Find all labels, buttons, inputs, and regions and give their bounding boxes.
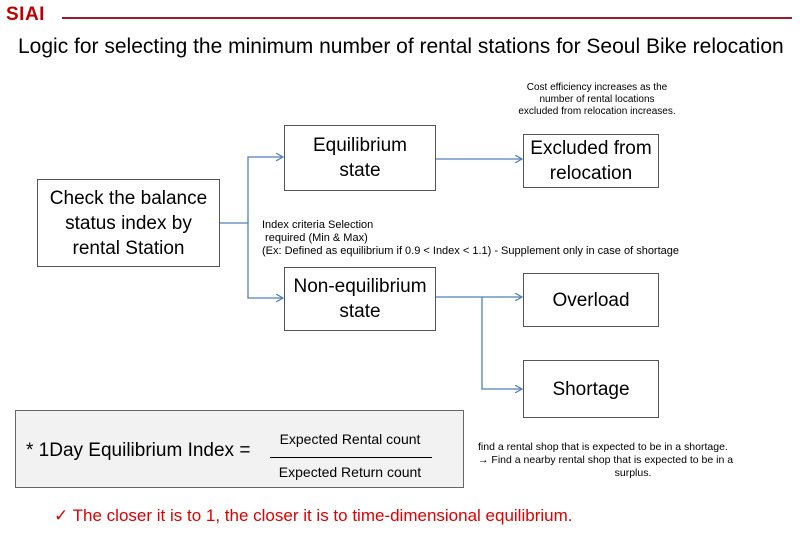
note-line: Index criteria Selection xyxy=(262,219,374,231)
note-line: find a rental shop that is expected to b… xyxy=(478,441,728,453)
cost-efficiency-note: Cost efficiency increases as the number … xyxy=(497,82,697,118)
note-line: → Find a nearby rental shop that is expe… xyxy=(478,454,734,466)
shortage-action-note: find a rental shop that is expected to b… xyxy=(478,441,788,480)
box-text-line: state xyxy=(339,160,381,181)
note-line: Cost efficiency increases as the xyxy=(526,82,668,93)
box-text-line: status index by xyxy=(65,212,192,234)
logo: SIAI xyxy=(6,4,45,25)
note-line: (Ex: Defined as equilibrium if 0.9 < Ind… xyxy=(262,245,680,257)
box-text-line: relocation xyxy=(549,163,633,184)
index-criteria-note: Index criteria Selection required (Min &… xyxy=(262,219,679,258)
formula-label: * 1Day Equilibrium Index = xyxy=(26,440,251,461)
connector-nonequilibrium-to-shortage xyxy=(481,297,522,389)
box-text-line: Equilibrium xyxy=(313,135,407,156)
page-title: Logic for selecting the minimum number o… xyxy=(18,35,784,58)
box-text-line: Check the balance xyxy=(49,187,208,209)
box-text-line: Overload xyxy=(552,289,630,311)
shortage-box: Shortage xyxy=(523,360,659,418)
box-text-line: Shortage xyxy=(552,378,630,400)
formula-numerator: Expected Rental count xyxy=(279,431,421,447)
connector-check-to-nonequilibrium xyxy=(247,223,283,298)
note-line: excluded from relocation increases. xyxy=(518,106,676,117)
box-text-line: Excluded from xyxy=(530,138,652,159)
equilibrium-state-box: Equilibrium state xyxy=(284,125,436,191)
excluded-from-relocation-box: Excluded from relocation xyxy=(523,134,659,188)
header-divider xyxy=(62,17,792,19)
connector-check-to-equilibrium xyxy=(220,157,283,224)
box-text-line: state xyxy=(339,301,381,322)
box-text-line: Non-equilibrium xyxy=(293,276,427,297)
non-equilibrium-state-box: Non-equilibrium state xyxy=(284,267,436,331)
fraction-bar xyxy=(270,457,432,458)
formula-panel xyxy=(15,410,464,488)
check-balance-box: Check the balance status index by rental… xyxy=(37,179,220,267)
overload-box: Overload xyxy=(523,273,659,327)
formula-denominator: Expected Return count xyxy=(278,464,422,480)
box-text-line: rental Station xyxy=(72,237,185,259)
note-line: number of rental locations xyxy=(539,94,655,105)
conclusion-text: ✓ The closer it is to 1, the closer it i… xyxy=(54,506,573,525)
note-line: required (Min & Max) xyxy=(262,232,368,244)
note-line: surplus. xyxy=(614,467,652,479)
